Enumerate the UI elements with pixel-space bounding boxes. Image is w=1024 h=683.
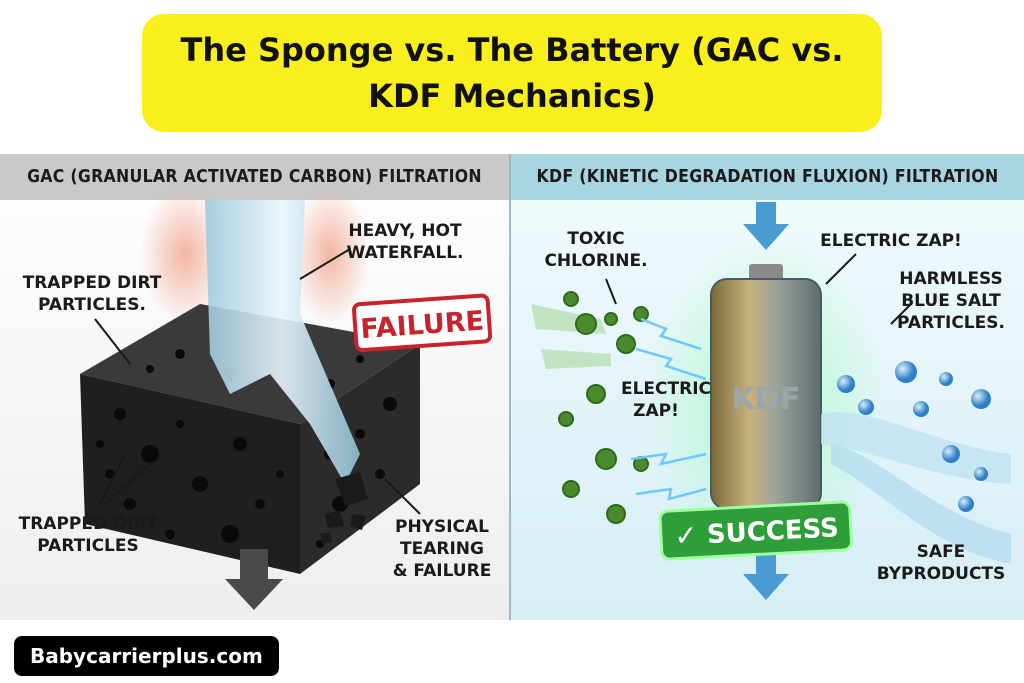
- panel-divider: [509, 154, 511, 620]
- label-harmless-1: HARMLESS: [899, 269, 1003, 289]
- label-trapped-bottom-1: TRAPPED DIRT: [19, 514, 158, 534]
- pointer-trapped-top: [94, 318, 131, 365]
- heat-glow-right: [290, 184, 370, 324]
- label-heavy-hot-1: HEAVY, HOT: [348, 221, 462, 241]
- label-tearing-2: TEARING: [400, 539, 484, 559]
- label-trapped-top-1: TRAPPED DIRT: [23, 273, 162, 293]
- gac-panel: GAC (GRANULAR ACTIVATED CARBON) FILTRATI…: [0, 154, 509, 620]
- hot-waterfall: [205, 200, 360, 484]
- label-heavy-hot-2: WATERFALL.: [346, 243, 463, 263]
- pointer-trapped-bottom-b: [104, 463, 151, 505]
- label-tearing-3: & FAILURE: [393, 561, 492, 581]
- label-electric-mid-1: ELECTRIC: [621, 379, 711, 399]
- pointer-toxic: [605, 278, 617, 305]
- label-trapped-top-2: PARTICLES.: [38, 295, 146, 315]
- label-electric-top: ELECTRIC ZAP!: [820, 231, 962, 251]
- kdf-panel: KDF (KINETIC DEGRADATION FLUXION) FILTRA…: [511, 154, 1024, 620]
- water-stream-lower: [831, 444, 1011, 564]
- pointer-harmless: [890, 303, 912, 325]
- label-harmless-2: BLUE SALT: [901, 291, 1001, 311]
- pointer-electric-top: [825, 253, 857, 285]
- pointer-heavy-hot: [299, 248, 351, 280]
- label-safe-2: BYPRODUCTS: [877, 564, 1006, 584]
- gac-illustration: HEAVY, HOT WATERFALL. TRAPPED DIRT PARTI…: [19, 184, 493, 610]
- salt-particles: [837, 361, 991, 512]
- success-check-icon: ✓: [673, 519, 698, 553]
- water-stream: [821, 412, 1011, 484]
- label-toxic-1: TOXIC: [567, 229, 624, 249]
- kdf-illustration: KDF ✓ SUCCESS: [531, 202, 1011, 600]
- electric-zaps: [630, 317, 707, 501]
- title-line-1: The Sponge vs. The Battery (GAC vs.: [180, 31, 844, 69]
- title-line-2: KDF Mechanics): [368, 77, 656, 115]
- battery-label: KDF: [732, 382, 801, 417]
- kdf-bottom-arrow: [743, 554, 789, 600]
- pointer-tearing: [384, 478, 421, 515]
- failure-stamp: FAILURE: [352, 293, 493, 353]
- debris-chunks: [320, 472, 368, 544]
- label-toxic-2: CHLORINE.: [544, 251, 647, 271]
- success-stamp: ✓ SUCCESS: [658, 500, 854, 561]
- label-safe-1: SAFE: [917, 542, 966, 562]
- label-electric-mid-2: ZAP!: [633, 401, 679, 421]
- label-harmless-3: PARTICLES.: [897, 313, 1005, 333]
- kdf-header: KDF (KINETIC DEGRADATION FLUXION) FILTRA…: [511, 154, 1024, 200]
- label-tearing-1: PHYSICAL: [395, 517, 489, 537]
- gac-down-arrow: [225, 549, 283, 610]
- chlorine-particles: [558, 291, 649, 524]
- success-stamp-text: SUCCESS: [706, 513, 839, 550]
- gac-header: GAC (GRANULAR ACTIVATED CARBON) FILTRATI…: [0, 154, 509, 200]
- brand-badge: Babycarrierplus.com: [14, 636, 279, 676]
- title-banner: The Sponge vs. The Battery (GAC vs. KDF …: [142, 14, 882, 132]
- label-trapped-bottom-2: PARTICLES: [37, 536, 138, 556]
- kdf-battery: KDF: [710, 264, 822, 510]
- pointer-trapped-bottom-a: [99, 453, 126, 505]
- chlorine-trails: [531, 304, 611, 369]
